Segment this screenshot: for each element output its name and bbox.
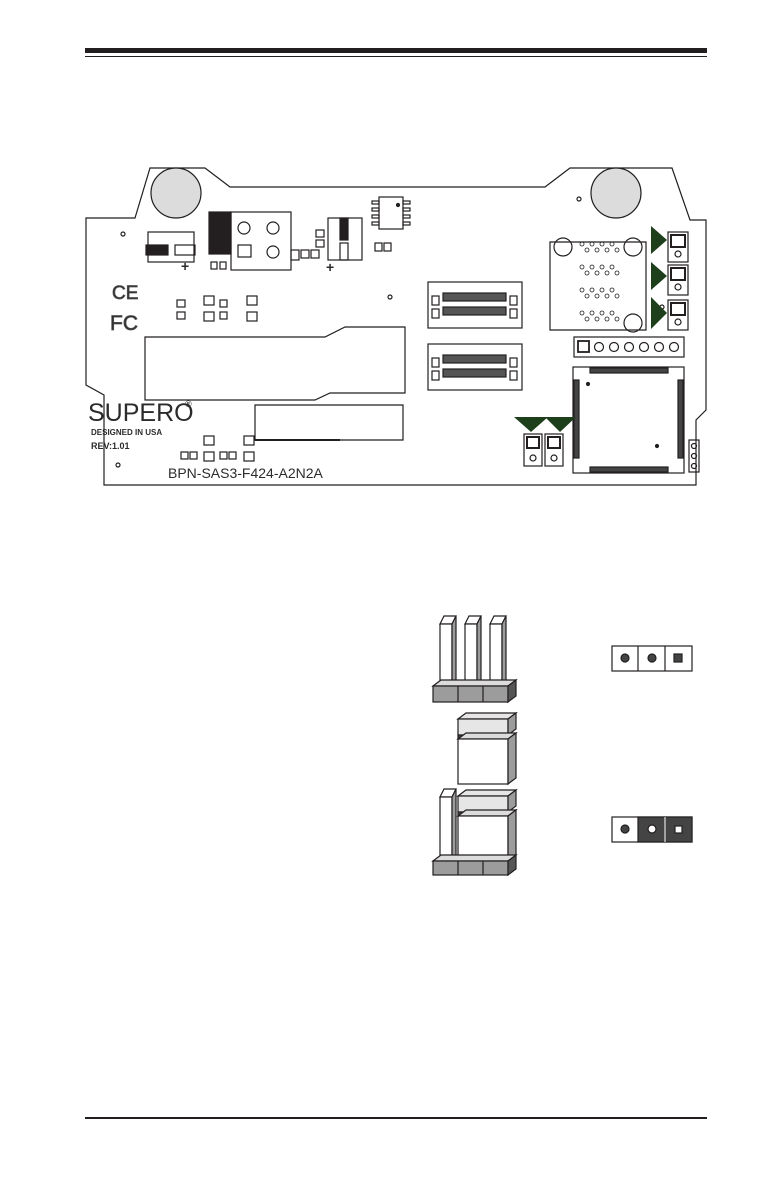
ce-mark-icon: CE xyxy=(112,283,138,304)
board-logo: SUPERO xyxy=(88,399,194,427)
dotted-pads xyxy=(580,242,619,321)
header-7pin xyxy=(574,337,684,357)
backplane-board xyxy=(86,168,706,485)
jumper-arrow-icon xyxy=(514,226,667,432)
jumper-closed-icon xyxy=(433,789,516,875)
pin-header-closed-icon xyxy=(612,817,692,842)
plus-sign-left: + xyxy=(181,258,189,274)
fcc-mark-icon: FC xyxy=(110,312,138,335)
capacitor-middle xyxy=(301,218,362,260)
jumper-jp-bottom-2 xyxy=(545,434,563,466)
header-3pin-small xyxy=(689,440,699,472)
jumper-jp-right-3 xyxy=(668,300,688,330)
plus-sign-middle: + xyxy=(326,259,334,275)
eeprom-chip xyxy=(372,197,410,251)
mini-sas-connector-2 xyxy=(428,344,522,390)
board-designed-text: DESIGNED IN USA xyxy=(91,428,162,437)
jumper-open-icon xyxy=(433,616,516,702)
mounting-hole-right xyxy=(591,168,641,218)
jumper-jp-right-2 xyxy=(668,265,688,295)
jumper-cap-icon xyxy=(458,713,516,784)
mounting-hole-left xyxy=(151,168,201,218)
expander-chip xyxy=(573,367,684,473)
board-logo-mark: ® xyxy=(185,399,192,409)
jumper-jp-right-1 xyxy=(668,232,688,262)
board-revision: REV:1.01 xyxy=(91,441,130,451)
inductor-block xyxy=(231,212,291,270)
label-area xyxy=(145,327,405,400)
jumper-jp-bottom-1 xyxy=(524,434,542,466)
mini-sas-connector-1 xyxy=(428,282,522,328)
pin-header-open-icon xyxy=(612,646,692,671)
board-model: BPN-SAS3-F424-A2N2A xyxy=(168,465,324,481)
regulator-chip xyxy=(209,212,231,254)
